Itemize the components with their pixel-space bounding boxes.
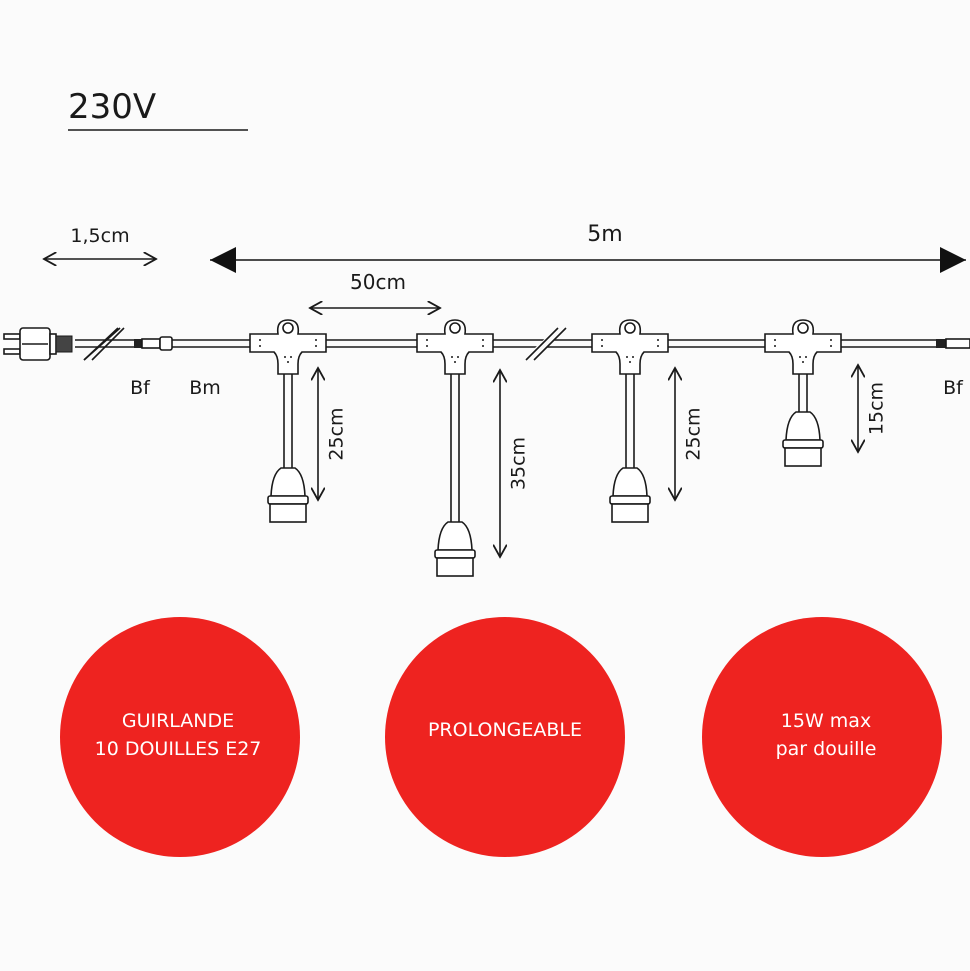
socket-ring bbox=[609, 495, 651, 505]
connector-label-bf-left: Bf bbox=[130, 377, 151, 399]
hang-ring-icon bbox=[797, 322, 809, 334]
socket-ring bbox=[782, 439, 824, 449]
badge-text-line: GUIRLANDE bbox=[122, 710, 234, 732]
connector-female-left bbox=[134, 336, 173, 351]
socket-pendant: 35cm bbox=[416, 319, 530, 577]
connector-female-right bbox=[936, 338, 970, 349]
socket-base bbox=[784, 447, 822, 467]
drop-length-label: 15cm bbox=[866, 382, 888, 435]
badge-extendable: PROLONGEABLE bbox=[385, 617, 625, 857]
plug-icon bbox=[3, 327, 73, 361]
total-length-label: 5m bbox=[587, 222, 622, 247]
drop-length-label: 25cm bbox=[326, 407, 348, 460]
drop-length-label: 35cm bbox=[508, 437, 530, 490]
badge-text-line: 15W max bbox=[781, 710, 871, 732]
e27-socket-icon bbox=[612, 467, 648, 497]
socket-ring bbox=[267, 495, 309, 505]
socket-base bbox=[269, 503, 307, 523]
e27-socket-icon bbox=[785, 411, 821, 441]
hang-ring-icon bbox=[282, 322, 294, 334]
e27-socket-icon bbox=[437, 521, 473, 551]
badge-text-line: par douille bbox=[776, 738, 877, 760]
socket-pendant: 25cm bbox=[249, 319, 348, 523]
socket-ring bbox=[434, 549, 476, 559]
e27-socket-icon bbox=[270, 467, 306, 497]
t-connector-icon bbox=[591, 319, 669, 375]
socket-pendant: 25cm bbox=[591, 319, 705, 523]
drop-length-label: 25cm bbox=[683, 407, 705, 460]
t-connector-icon bbox=[764, 319, 842, 375]
socket-pendant: 15cm bbox=[764, 319, 888, 467]
badge-text-line: 10 DOUILLES E27 bbox=[95, 738, 262, 760]
connector-label-bf-right: Bf bbox=[943, 377, 964, 399]
t-connector-icon bbox=[249, 319, 327, 375]
socket-base bbox=[611, 503, 649, 523]
spacing-label: 50cm bbox=[350, 270, 406, 294]
badge-text-line: PROLONGEABLE bbox=[428, 719, 582, 741]
hang-ring-icon bbox=[624, 322, 636, 334]
t-connector-icon bbox=[416, 319, 494, 375]
connector-label-bm: Bm bbox=[189, 377, 221, 399]
badge-garland: GUIRLANDE 10 DOUILLES E27 bbox=[60, 617, 300, 857]
hang-ring-icon bbox=[449, 322, 461, 334]
badge-power: 15W max par douille bbox=[702, 617, 942, 857]
socket-base bbox=[436, 557, 474, 577]
voltage-label: 230V bbox=[68, 87, 156, 127]
plug-cable-label: 1,5cm bbox=[70, 225, 129, 247]
